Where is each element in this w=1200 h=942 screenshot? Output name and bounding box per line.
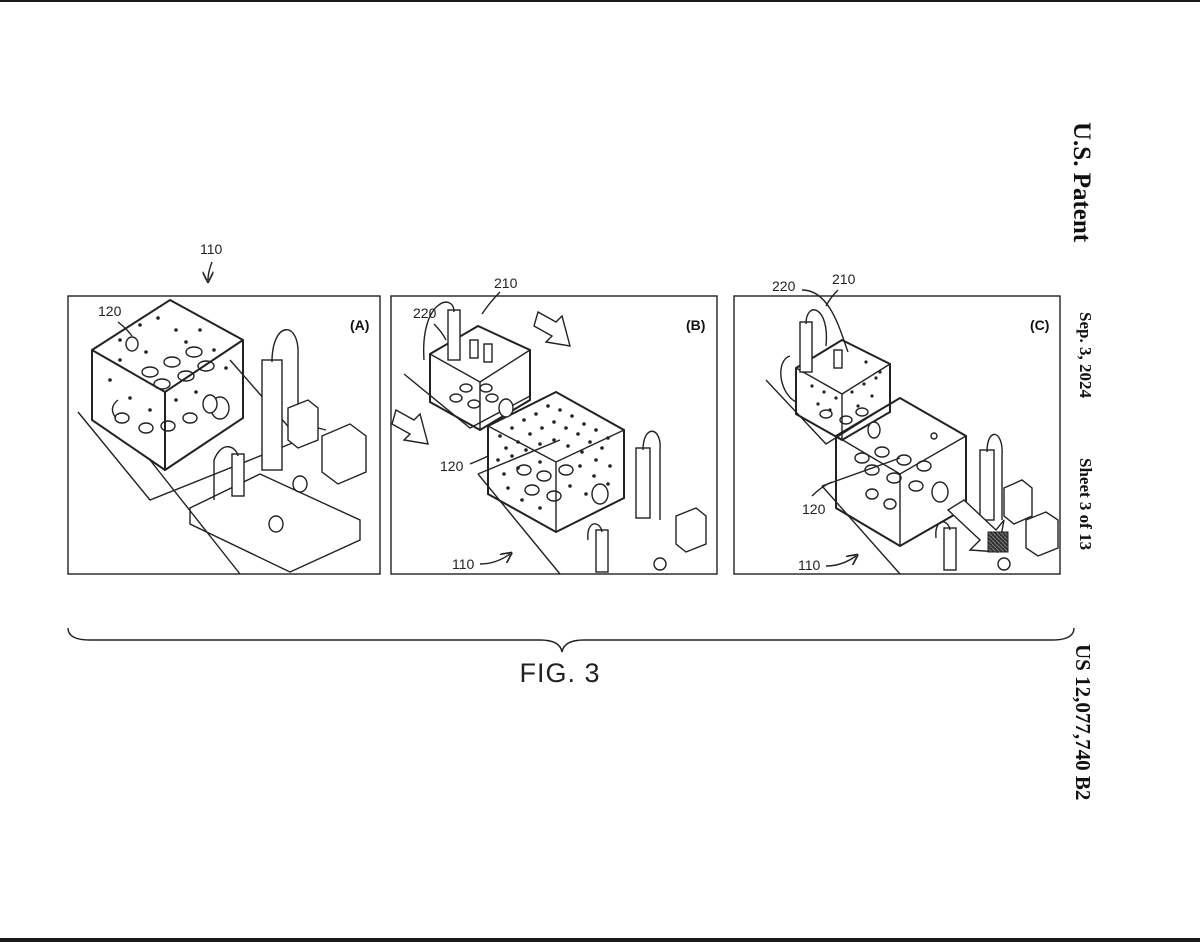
ref-120-c: 120 [802,501,826,517]
ref-220-b: 220 [413,305,437,321]
ref-220-b-leader [433,323,447,341]
ref-110-a: 110 [200,241,223,257]
panel-b: (B) 210 220 120 110 [390,275,718,575]
ref-210-b-leader [481,291,501,315]
header-date: Sep. 3, 2024 [1076,312,1095,398]
panel-a-tank [91,298,244,472]
top-border [0,0,1200,2]
panel-a: (A) 110 120 [67,241,381,575]
header-sheet: Sheet 3 of 13 [1076,458,1095,551]
ref-110-a-leader [208,261,212,280]
panel-c-frame [733,295,1061,575]
ref-220-c: 220 [772,278,796,294]
panel-c-label: (C) [1030,317,1049,333]
ref-110-b: 110 [452,556,475,572]
ref-120-b: 120 [440,458,464,474]
figure-brace [67,627,1075,653]
ref-210-c: 210 [832,271,856,287]
ref-220-c-leader [801,289,849,353]
panel-b-label: (B) [686,317,705,333]
ref-110-c-leader [825,556,856,567]
ref-110-c: 110 [798,557,821,573]
header-title: U.S. Patent [1068,122,1095,243]
panel-b-arrow-lower [391,408,429,445]
panel-c: (C) 220 210 120 110 [733,271,1061,575]
bottom-border [0,938,1200,942]
ref-120-a: 120 [98,303,122,319]
ref-210-b: 210 [494,275,518,291]
header-patent-number: US 12,077,740 B2 [1071,644,1095,801]
panel-a-frame [67,295,381,575]
panel-a-label: (A) [350,317,369,333]
ref-210-c-leader [825,289,839,307]
ref-120-b-leader [469,455,489,465]
panel-b-arrow-upper [533,310,571,347]
panel-b-frame [390,295,718,575]
panel-c-sample-block [987,531,1009,553]
ref-110-b-leader [479,554,510,565]
figure-caption: FIG. 3 [519,658,601,688]
